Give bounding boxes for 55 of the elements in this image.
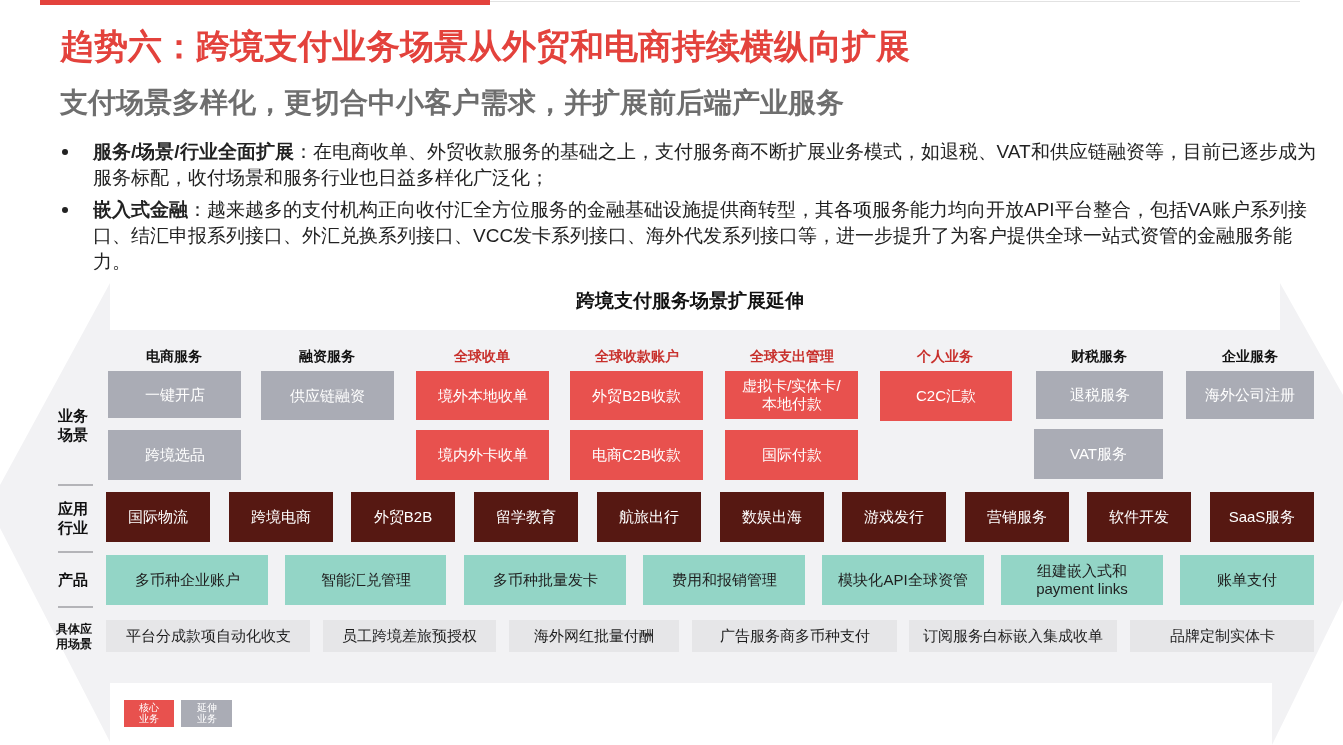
- column-heading: 财税服务: [1070, 347, 1128, 366]
- use-case-box: 订阅服务白标嵌入集成收单: [909, 620, 1117, 652]
- column-heading: 电商服务: [145, 347, 203, 366]
- column-heading: 全球收单: [453, 347, 511, 366]
- industry-box: 留学教育: [474, 492, 578, 542]
- slide-title: 趋势六：跨境支付业务场景从外贸和电商持续横纵向扩展: [60, 26, 910, 67]
- column-heading: 融资服务: [298, 347, 356, 366]
- industry-box: 游戏发行: [842, 492, 946, 542]
- bullet-text: 服务/场景/行业全面扩展：在电商收单、外贸收款服务的基础之上，支付服务商不断扩展业务模式，如退税、VAT和供应链融资等，目前已逐步成为服务标配，收付场景和服务行业也日益多样化广泛化；: [93, 140, 1317, 190]
- extended-service-box: 海外公司注册: [1186, 371, 1314, 419]
- core-service-box: 境外本地收单: [416, 371, 549, 420]
- core-service-box: 国际付款: [725, 430, 858, 480]
- use-case-box: 广告服务商多币种支付: [692, 620, 897, 652]
- product-box: 多币种企业账户: [106, 555, 268, 605]
- product-box: 多币种批量发卡: [464, 555, 626, 605]
- row-label: 具体应用场景: [55, 622, 92, 652]
- extended-service-box: 供应链融资: [261, 371, 394, 420]
- industry-box: 国际物流: [106, 492, 210, 542]
- product-box: 账单支付: [1180, 555, 1314, 605]
- use-case-box: 品牌定制实体卡: [1130, 620, 1314, 652]
- extended-service-box: 一键开店: [108, 371, 241, 418]
- column-heading: 个人业务: [916, 347, 974, 366]
- core-service-box: C2C汇款: [880, 371, 1012, 421]
- subtitle: 支付场景多样化，更切合中小客户需求，并扩展前后端产业服务: [60, 86, 844, 120]
- bullet-text: 嵌入式金融：越来越多的支付机构正向收付汇全方位服务的金融基础设施提供商转型，其各项服务能力均向开放API平台整合，包括VA账户系列接口、结汇申报系列接口、外汇兑换系列接口、VCC发卡系列接口、海外代发系列接口等，进一步提升了为客户提供全球一站式资管的金融服务能力。: [93, 198, 1308, 274]
- legend-key: 核心业务: [124, 700, 174, 727]
- column-heading: 企业服务: [1221, 347, 1279, 366]
- row-label: 应用行业: [57, 499, 89, 537]
- industry-box: 航旅出行: [597, 492, 701, 542]
- product-box: 模块化API全球资管: [822, 555, 984, 605]
- product-box: 智能汇兑管理: [285, 555, 446, 605]
- industry-box: SaaS服务: [1210, 492, 1314, 542]
- core-service-box: 虚拟卡/实体卡/本地付款: [725, 371, 858, 419]
- column-heading: 全球收款账户: [594, 347, 680, 366]
- product-box: 组建嵌入式和payment links: [1001, 555, 1163, 605]
- extended-service-box: VAT服务: [1034, 429, 1163, 479]
- legend-key: 延伸业务: [181, 700, 232, 727]
- industry-box: 营销服务: [965, 492, 1069, 542]
- industry-box: 跨境电商: [229, 492, 333, 542]
- row-label: 业务场景: [56, 406, 89, 444]
- industry-box: 数娱出海: [720, 492, 824, 542]
- chart-title: 跨境支付服务场景扩展延伸: [575, 289, 805, 313]
- row-label: 产品: [57, 570, 89, 589]
- use-case-box: 海外网红批量付酬: [509, 620, 679, 652]
- industry-box: 外贸B2B: [351, 492, 455, 542]
- product-box: 费用和报销管理: [643, 555, 805, 605]
- use-case-box: 员工跨境差旅预授权: [323, 620, 496, 652]
- column-heading: 全球支出管理: [749, 347, 835, 366]
- core-service-box: 境内外卡收单: [416, 430, 549, 480]
- extended-service-box: 跨境选品: [108, 430, 241, 480]
- core-service-box: 外贸B2B收款: [570, 371, 703, 420]
- industry-box: 软件开发: [1087, 492, 1191, 542]
- use-case-box: 平台分成款项自动化收支: [106, 620, 310, 652]
- core-service-box: 电商C2B收款: [570, 430, 703, 480]
- extended-service-box: 退税服务: [1036, 371, 1163, 419]
